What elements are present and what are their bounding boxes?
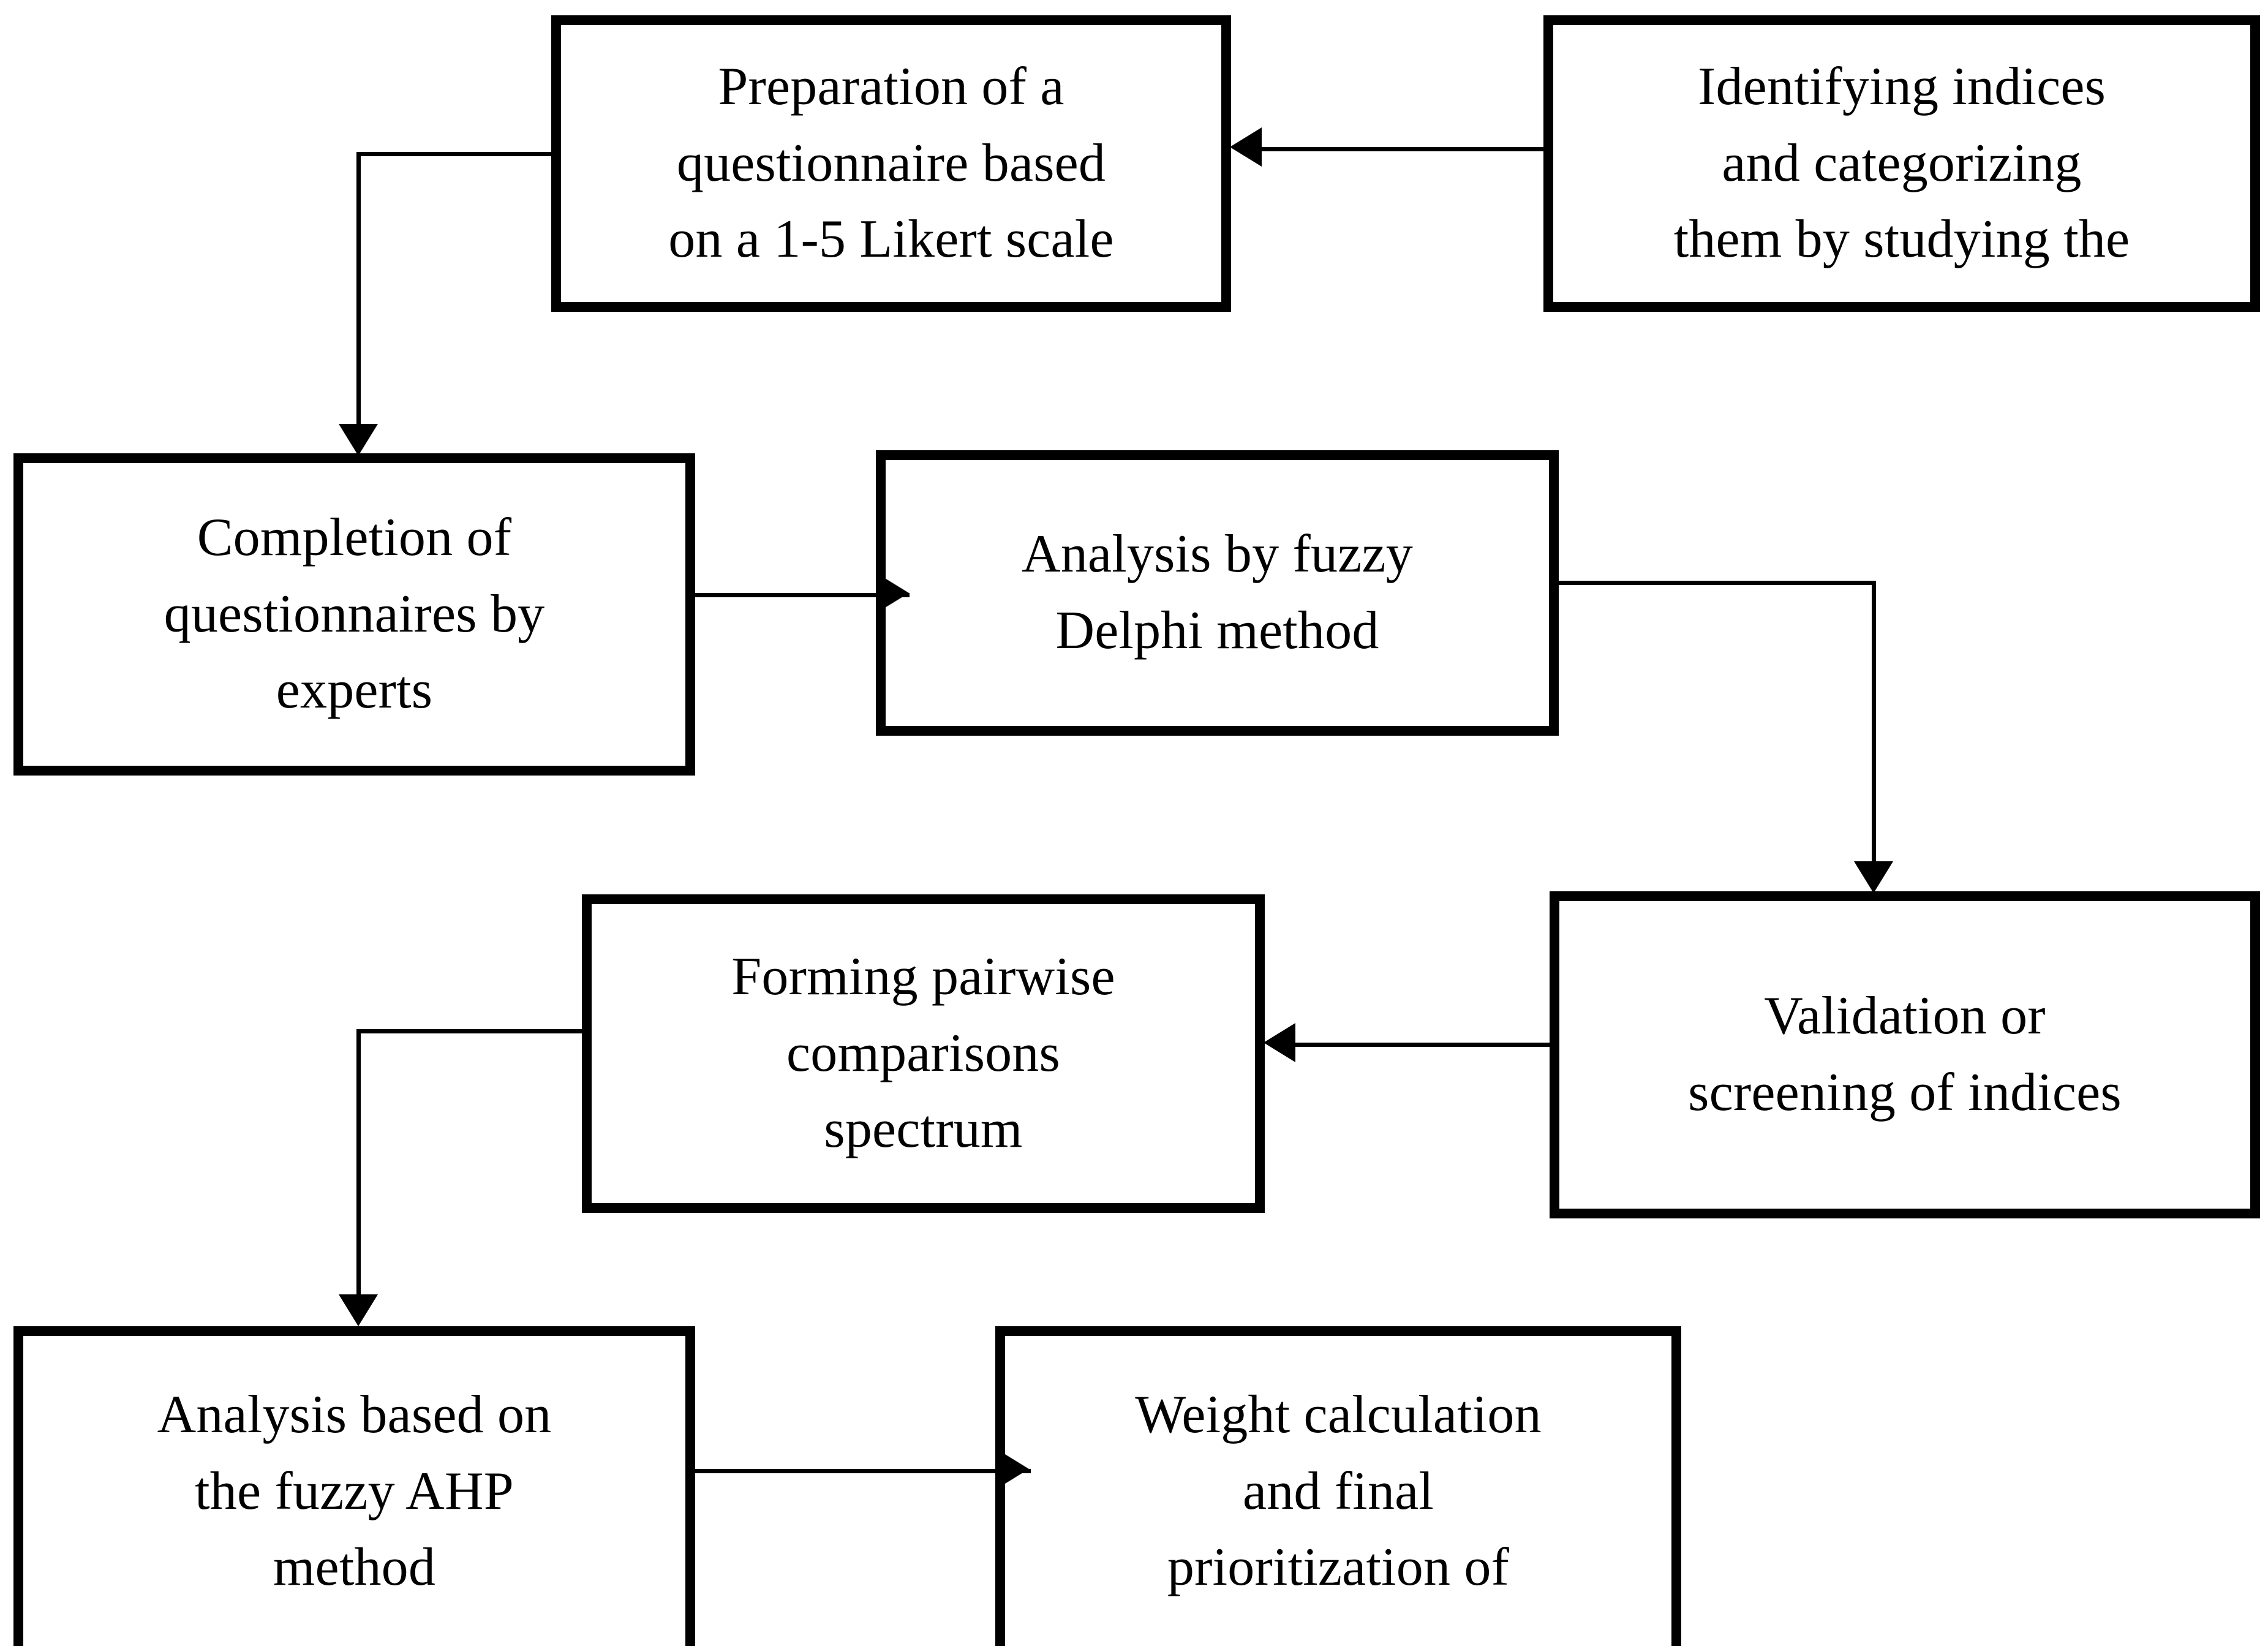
node-completion-questionnaires[interactable]: Completion of questionnaires by experts — [13, 453, 695, 776]
edge-validation-to-pairwise-arrowhead — [1264, 1023, 1295, 1062]
node-label: Forming pairwise comparisons spectrum — [731, 946, 1115, 1160]
node-weight-calculation[interactable]: Weight calculation and final prioritizat… — [995, 1326, 1681, 1646]
edge-identifying-to-preparation-line — [1262, 147, 1545, 151]
edge-preparation-to-completion-arrowhead — [339, 424, 378, 456]
edge-delphi-to-validation-segment-h — [1558, 581, 1876, 585]
node-forming-pairwise[interactable]: Forming pairwise comparisons spectrum — [582, 894, 1265, 1213]
node-label: Analysis by fuzzy Delphi method — [1022, 524, 1413, 660]
edge-delphi-to-validation-segment-v — [1872, 581, 1876, 864]
node-label: Weight calculation and final prioritizat… — [1135, 1384, 1542, 1598]
node-label: Analysis based on the fuzzy AHP method — [157, 1384, 552, 1598]
edge-ahp-to-weight-line — [694, 1469, 1031, 1473]
node-label: Identifying indices and categorizing the… — [1673, 56, 2130, 270]
edge-pairwise-to-ahp-segment-h — [356, 1029, 584, 1033]
node-validation-screening[interactable]: Validation or screening of indices — [1550, 891, 2260, 1218]
node-label: Preparation of a questionnaire based on … — [668, 56, 1114, 270]
edge-validation-to-pairwise-line — [1295, 1043, 1553, 1047]
node-analysis-fuzzy-delphi[interactable]: Analysis by fuzzy Delphi method — [876, 450, 1559, 736]
node-analysis-fuzzy-ahp[interactable]: Analysis based on the fuzzy AHP method — [13, 1326, 695, 1646]
edge-delphi-to-validation-arrowhead — [1854, 861, 1893, 893]
edge-preparation-to-completion-segment-v — [356, 152, 361, 426]
node-identifying-indices[interactable]: Identifying indices and categorizing the… — [1543, 15, 2260, 312]
edge-pairwise-to-ahp-segment-v — [356, 1029, 361, 1296]
edge-identifying-to-preparation-arrowhead — [1230, 127, 1262, 167]
edge-ahp-to-weight-arrowhead — [997, 1449, 1029, 1489]
node-label: Validation or screening of indices — [1688, 986, 2122, 1122]
node-label: Completion of questionnaires by experts — [164, 507, 545, 720]
node-preparation-questionnaire[interactable]: Preparation of a questionnaire based on … — [551, 15, 1231, 312]
edge-preparation-to-completion-segment-h — [356, 152, 554, 156]
edge-pairwise-to-ahp-arrowhead — [339, 1294, 378, 1326]
edge-completion-to-delphi-arrowhead — [877, 573, 909, 613]
edge-completion-to-delphi-line — [694, 593, 910, 597]
